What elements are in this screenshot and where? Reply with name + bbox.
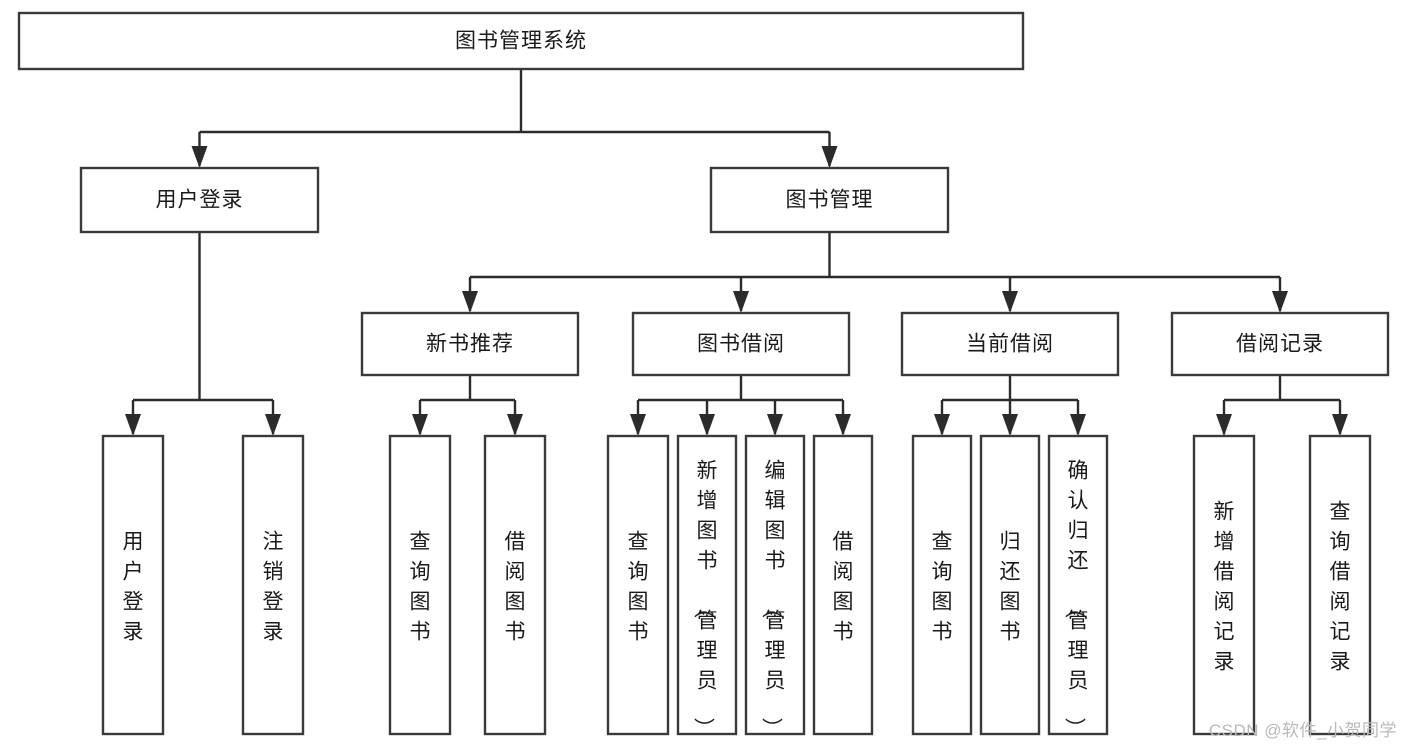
node-rect[interactable] — [483, 434, 547, 736]
node-label: 查询图书 — [932, 530, 953, 643]
node-label: 图书管理 — [786, 189, 874, 212]
node-label: 新书推荐 — [426, 333, 514, 356]
node-leaf[interactable]: 查询图书 — [606, 434, 670, 736]
node-leaf[interactable]: 新增借阅记录 — [1192, 434, 1256, 736]
arrow-head-icon — [835, 414, 851, 436]
node-rect[interactable] — [360, 311, 580, 377]
node-rect[interactable] — [1308, 434, 1372, 736]
node-leaf[interactable]: 借阅图书 — [483, 434, 547, 736]
node-rect[interactable] — [606, 434, 670, 736]
arrow-head-icon — [125, 414, 141, 436]
node-label: 确认归还（管理员） — [1063, 459, 1089, 738]
node-rect[interactable] — [79, 166, 320, 234]
node-rect[interactable] — [101, 434, 165, 736]
node-label: 借阅图书 — [833, 530, 854, 643]
node-rect[interactable] — [709, 166, 950, 234]
node-label: 借阅图书 — [505, 530, 526, 643]
node-leaf[interactable]: 查询图书 — [911, 434, 973, 736]
arrow-head-icon — [412, 414, 428, 436]
node-group[interactable]: 图书管理 — [709, 166, 950, 234]
node-leaf[interactable]: 借阅图书 — [812, 434, 874, 736]
node-rect[interactable] — [388, 434, 452, 736]
node-label: 编辑图书（管理员） — [760, 459, 786, 738]
node-leaf[interactable]: 注销登录 — [241, 434, 305, 736]
node-group[interactable]: 用户登录 — [79, 166, 320, 234]
node-layer: 图书管理系统用户登录用户登录注销登录图书管理新书推荐查询图书借阅图书图书借阅查询… — [17, 11, 1390, 738]
node-rect[interactable] — [979, 434, 1041, 736]
node-rect[interactable] — [676, 434, 738, 736]
node-leaf[interactable]: 确认归还（管理员） — [1047, 434, 1109, 738]
node-rect[interactable] — [631, 311, 851, 377]
arrow-head-icon — [733, 291, 749, 313]
node-leaf[interactable]: 用户登录 — [101, 434, 165, 736]
node-label: 图书管理系统 — [455, 30, 587, 53]
arrow-head-icon — [1332, 414, 1348, 436]
node-rect[interactable] — [1192, 434, 1256, 736]
node-rect[interactable] — [241, 434, 305, 736]
node-label: 新增借阅记录 — [1214, 500, 1235, 673]
arrow-head-icon — [462, 291, 478, 313]
arrow-head-icon — [630, 414, 646, 436]
node-leaf[interactable]: 查询借阅记录 — [1308, 434, 1372, 736]
node-label: 查询借阅记录 — [1330, 500, 1351, 673]
node-rect[interactable] — [900, 311, 1120, 377]
node-label: 用户登录 — [123, 530, 144, 643]
node-leaf[interactable]: 新增图书（管理员） — [676, 434, 738, 738]
node-group[interactable]: 借阅记录 — [1170, 311, 1390, 377]
arrow-head-icon — [1002, 414, 1018, 436]
node-label: 新增图书（管理员） — [692, 459, 718, 738]
arrow-head-icon — [507, 414, 523, 436]
node-leaf[interactable]: 归还图书 — [979, 434, 1041, 736]
arrow-head-icon — [265, 414, 281, 436]
node-leaf[interactable]: 查询图书 — [388, 434, 452, 736]
node-label: 查询图书 — [410, 530, 431, 643]
node-label: 当前借阅 — [966, 333, 1054, 356]
arrow-head-icon — [699, 414, 715, 436]
node-leaf[interactable]: 编辑图书（管理员） — [744, 434, 806, 738]
arrow-head-icon — [1070, 414, 1086, 436]
node-group[interactable]: 图书管理系统 — [17, 11, 1025, 71]
node-rect[interactable] — [17, 11, 1025, 71]
arrow-head-icon — [767, 414, 783, 436]
node-group[interactable]: 当前借阅 — [900, 311, 1120, 377]
node-label: 图书借阅 — [697, 333, 785, 356]
arrow-head-icon — [1272, 291, 1288, 313]
arrow-head-icon — [934, 414, 950, 436]
node-rect[interactable] — [1047, 434, 1109, 736]
node-label: 注销登录 — [263, 530, 284, 643]
node-group[interactable]: 新书推荐 — [360, 311, 580, 377]
node-rect[interactable] — [744, 434, 806, 736]
node-label: 归还图书 — [1000, 530, 1021, 643]
node-label: 查询图书 — [628, 530, 649, 643]
node-rect[interactable] — [911, 434, 973, 736]
node-rect[interactable] — [1170, 311, 1390, 377]
arrow-head-icon — [1216, 414, 1232, 436]
arrow-head-icon — [1002, 291, 1018, 313]
arrow-head-icon — [821, 146, 838, 168]
node-rect[interactable] — [812, 434, 874, 736]
node-group[interactable]: 图书借阅 — [631, 311, 851, 377]
node-label: 借阅记录 — [1236, 333, 1324, 356]
connector-layer — [125, 69, 1348, 436]
node-label: 用户登录 — [156, 189, 244, 212]
arrow-head-icon — [191, 146, 208, 168]
